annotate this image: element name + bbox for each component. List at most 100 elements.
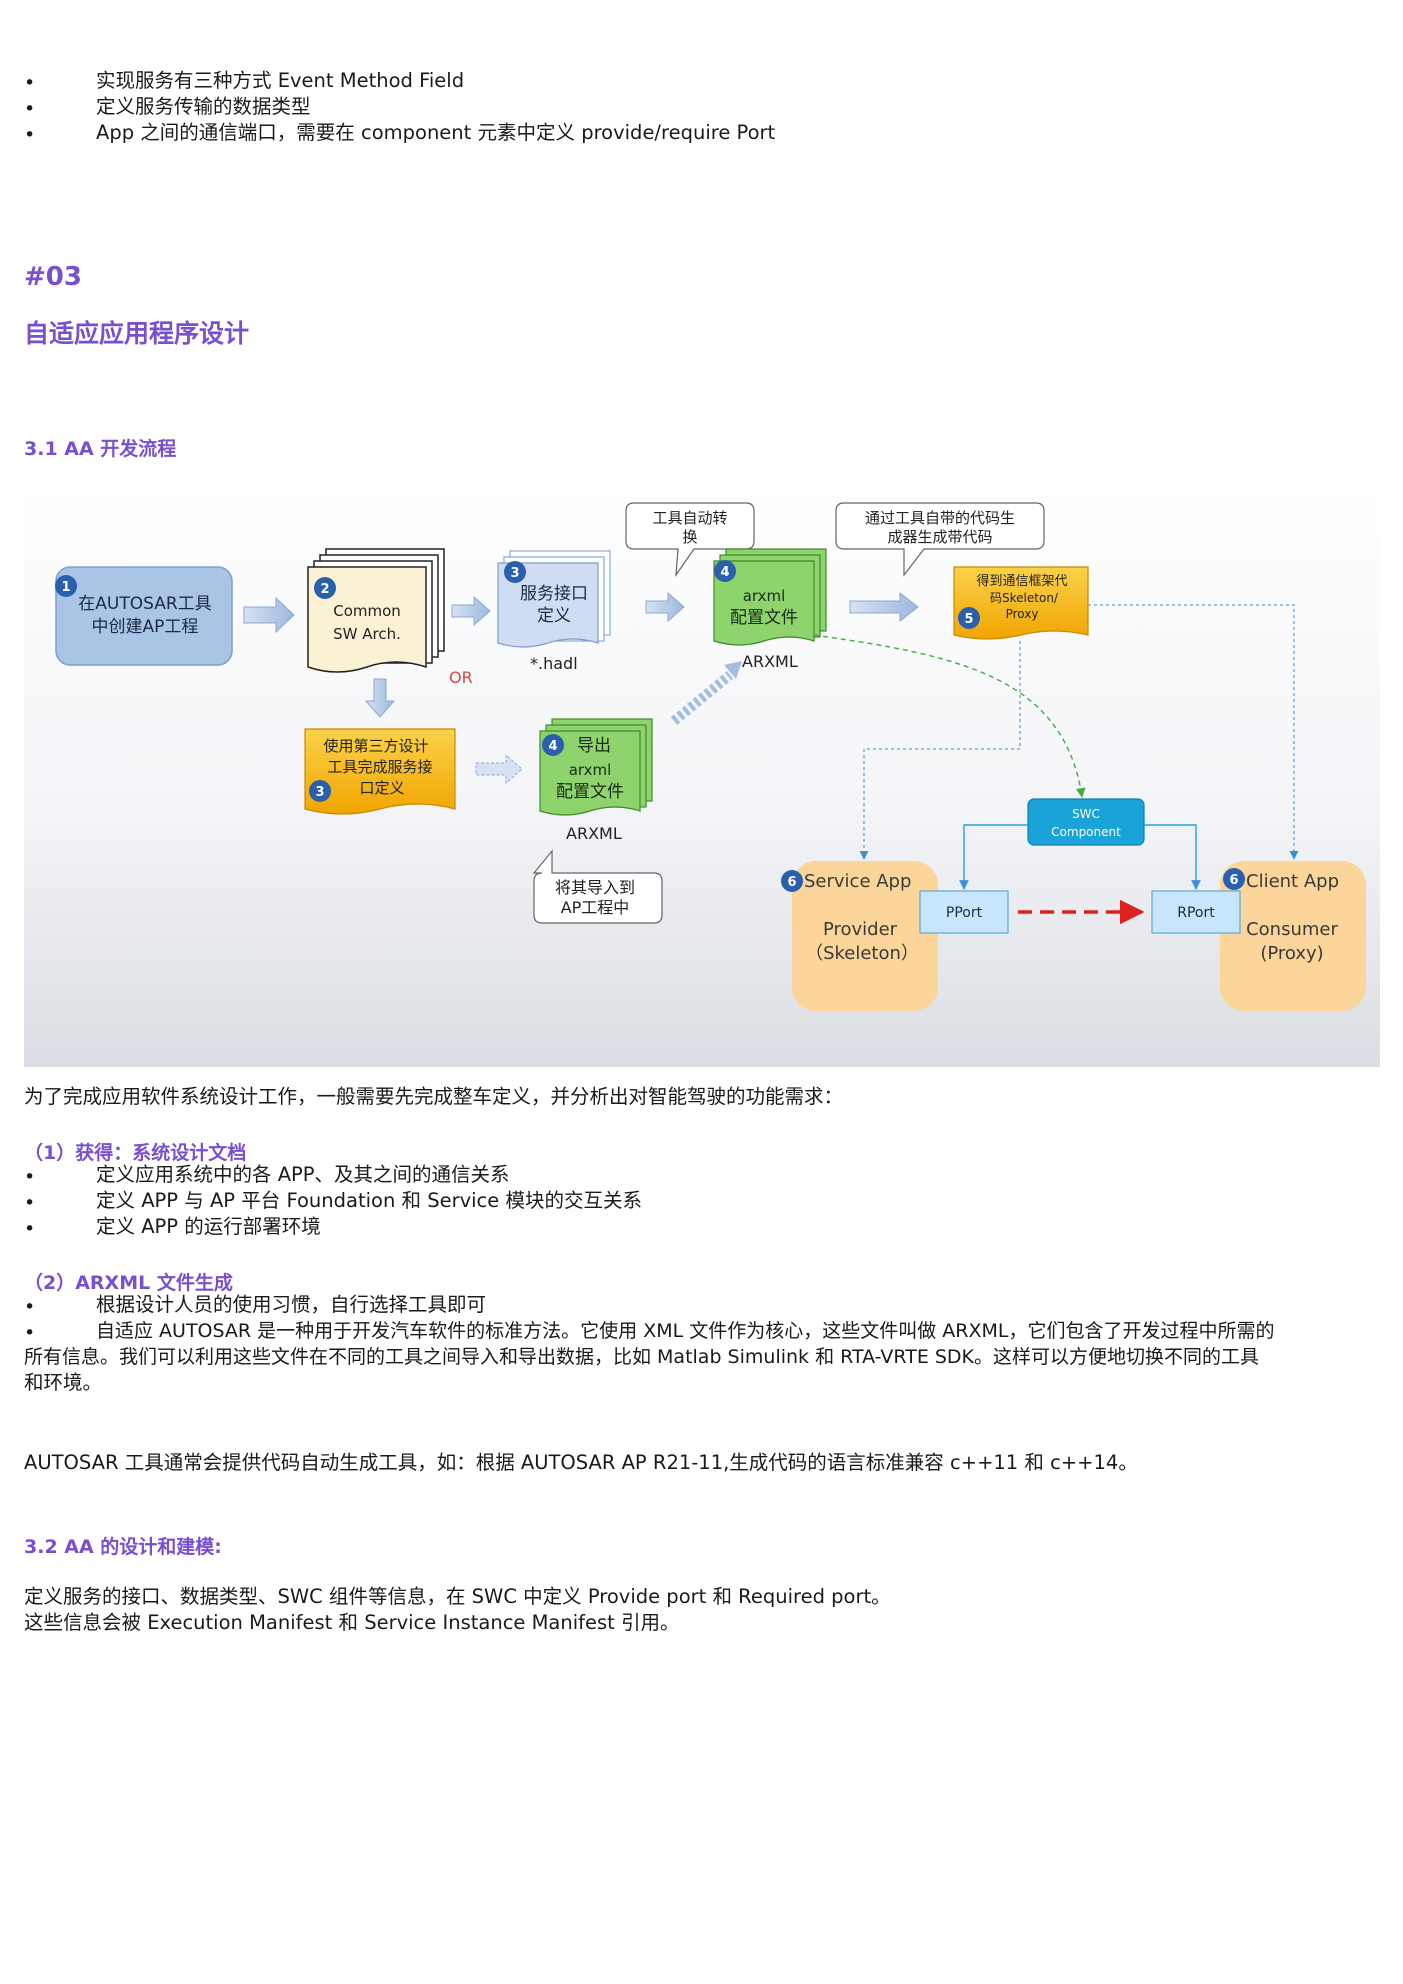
step-number: 4 <box>548 739 557 754</box>
swc-line2: Component <box>1051 825 1121 839</box>
step5-skeleton-proxy-code: 得到通信框架代 码Skeleton/ Proxy 5 <box>953 566 1089 640</box>
bullet-dot: • <box>24 1192 36 1214</box>
skeleton-to-service-app <box>859 641 1021 860</box>
part1-bullet-2: 定义 APP 与 AP 平台 Foundation 和 Service 模块的交… <box>96 1189 642 1212</box>
intro-paragraph: 为了完成应用软件系统设计工作，一般需要先完成整车定义，并分析出对智能驾驶的功能需… <box>24 1085 844 1108</box>
part2-bullet-2-line3: 和环境。 <box>24 1371 103 1394</box>
client-app-title: Client App <box>1246 871 1339 892</box>
callout-import-line1: 将其导入到 <box>555 878 635 897</box>
flow-arrow <box>451 595 491 627</box>
step2-line1: Common <box>333 602 401 620</box>
proxy-to-client-app <box>1088 604 1299 860</box>
callout-import-line2: AP工程中 <box>561 898 630 917</box>
rport-box: RPort <box>1151 890 1241 934</box>
part1-bullet-1: 定义应用系统中的各 APP、及其之间的通信关系 <box>96 1163 510 1186</box>
service-app-skeleton: （Skeleton） <box>805 943 919 964</box>
step-number: 3 <box>510 566 519 581</box>
top-bullet-2: 定义服务传输的数据类型 <box>96 95 311 118</box>
arxml-label-b: ARXML <box>566 824 622 843</box>
flow-arrow <box>475 753 523 785</box>
step4b-line1: 导出 <box>577 736 611 756</box>
callout-tool-convert: 工具自动转 换 <box>625 502 755 578</box>
step5-line3: Proxy <box>1006 607 1039 621</box>
step-number: 4 <box>720 565 729 580</box>
top-bullet-3: App 之间的通信端口，需要在 component 元素中定义 provide/… <box>96 121 776 144</box>
design-line-1: 定义服务的接口、数据类型、SWC 组件等信息，在 SWC 中定义 Provide… <box>24 1585 891 1608</box>
bullet-dot: • <box>24 72 36 94</box>
service-app-provider: Provider <box>823 919 898 940</box>
step2-common-sw-arch: 2 Common SW Arch. <box>307 548 445 673</box>
section-number: #03 <box>24 262 82 292</box>
bullet-dot: • <box>24 1166 36 1188</box>
subsection-3-2-heading: 3.2 AA 的设计和建模: <box>24 1536 222 1558</box>
step5-line1: 得到通信框架代 <box>976 573 1067 589</box>
aa-development-flow-diagram: 1 在AUTOSAR工具 中创建AP工程 2 Common SW Arch. O… <box>24 485 1380 1067</box>
step3b-line1: 使用第三方设计 <box>323 737 428 755</box>
service-app: 6 Service App Provider （Skeleton） <box>781 861 938 1011</box>
part2-bullet-2-line2: 所有信息。我们可以利用这些文件在不同的工具之间导入和导出数据，比如 Matlab… <box>24 1346 1260 1368</box>
hadl-label: *.hadl <box>530 654 578 673</box>
flow-arrow <box>243 596 295 634</box>
arxml-label-a: ARXML <box>742 652 798 671</box>
swc-line1: SWC <box>1072 807 1100 821</box>
step3a-line2: 定义 <box>537 606 571 626</box>
part2-bullet-2-line1: 自适应 AUTOSAR 是一种用于开发汽车软件的标准方法。它使用 XML 文件作… <box>96 1320 1275 1342</box>
pport-label: PPort <box>946 905 983 921</box>
pport-box: PPort <box>919 890 1009 934</box>
part1-heading: （1）获得：系统设计文档 <box>24 1142 247 1164</box>
subsection-3-1-heading: 3.1 AA 开发流程 <box>24 438 177 460</box>
design-line-2: 这些信息会被 Execution Manifest 和 Service Inst… <box>24 1611 680 1634</box>
service-app-title: Service App <box>804 871 911 892</box>
bullet-dot: • <box>24 98 36 120</box>
step4a-arxml-config-file: 4 arxml 配置文件 <box>713 548 827 646</box>
flow-arrow <box>670 661 742 725</box>
codegen-paragraph: AUTOSAR 工具通常会提供代码自动生成工具，如：根据 AUTOSAR AP … <box>24 1451 1138 1474</box>
bullet-dot: • <box>24 1322 36 1344</box>
swc-to-pport <box>959 824 1028 890</box>
or-label: OR <box>449 668 473 687</box>
section-title: 自适应应用程序设计 <box>24 319 250 348</box>
step1-line1: 在AUTOSAR工具 <box>78 594 211 614</box>
step3a-service-interface-definition: 3 服务接口 定义 <box>497 550 611 648</box>
bullet-dot: • <box>24 124 36 146</box>
callout-gen-line2: 成器生成带代码 <box>887 528 992 546</box>
swc-component: SWC Component <box>1027 798 1145 846</box>
step-number: 3 <box>315 785 324 800</box>
step-number: 6 <box>1229 873 1238 888</box>
callout-code-generator: 通过工具自带的代码生 成器生成带代码 <box>835 502 1045 577</box>
client-app: 6 Client App Consumer (Proxy) <box>1220 861 1366 1011</box>
step-number: 1 <box>61 580 70 595</box>
part2-heading: （2）ARXML 文件生成 <box>24 1272 233 1294</box>
callout-import-to-ap: 将其导入到 AP工程中 <box>532 849 663 924</box>
client-app-proxy: (Proxy) <box>1260 943 1323 964</box>
step4b-line2: arxml <box>569 761 612 779</box>
step5-line2: 码Skeleton/ <box>990 591 1059 605</box>
flow-arrow <box>364 678 396 718</box>
callout-tool-line2: 换 <box>682 528 697 546</box>
step-number: 5 <box>964 612 973 627</box>
step-number: 2 <box>320 582 329 597</box>
step-number: 6 <box>787 875 796 890</box>
flow-arrow <box>645 591 685 623</box>
step4b-exported-arxml: 4 导出 arxml 配置文件 <box>539 718 653 816</box>
step4a-line2: 配置文件 <box>730 608 798 628</box>
step3b-third-party-tool: 使用第三方设计 工具完成服务接 口定义 3 <box>304 728 456 815</box>
callout-tool-line1: 工具自动转 <box>652 509 727 527</box>
step3b-line3: 口定义 <box>359 779 404 797</box>
flow-arrow <box>849 591 919 623</box>
arxml-to-swc-link <box>813 634 1086 798</box>
top-bullet-1: 实现服务有三种方式 Event Method Field <box>96 69 465 92</box>
bullet-dot: • <box>24 1218 36 1240</box>
step4a-line1: arxml <box>743 587 786 605</box>
bullet-dot: • <box>24 1296 36 1318</box>
part1-bullet-3: 定义 APP 的运行部署环境 <box>96 1215 321 1238</box>
step1-create-ap-project: 1 在AUTOSAR工具 中创建AP工程 <box>55 566 233 666</box>
step3b-line2: 工具完成服务接 <box>327 758 432 776</box>
step1-line2: 中创建AP工程 <box>92 617 199 637</box>
swc-to-rport <box>1144 824 1201 890</box>
part2-bullet-1: 根据设计人员的使用习惯，自行选择工具即可 <box>96 1293 487 1316</box>
step3a-line1: 服务接口 <box>520 584 588 604</box>
step2-line2: SW Arch. <box>333 625 401 643</box>
callout-gen-line1: 通过工具自带的代码生 <box>865 509 1015 527</box>
rport-label: RPort <box>1177 905 1215 921</box>
